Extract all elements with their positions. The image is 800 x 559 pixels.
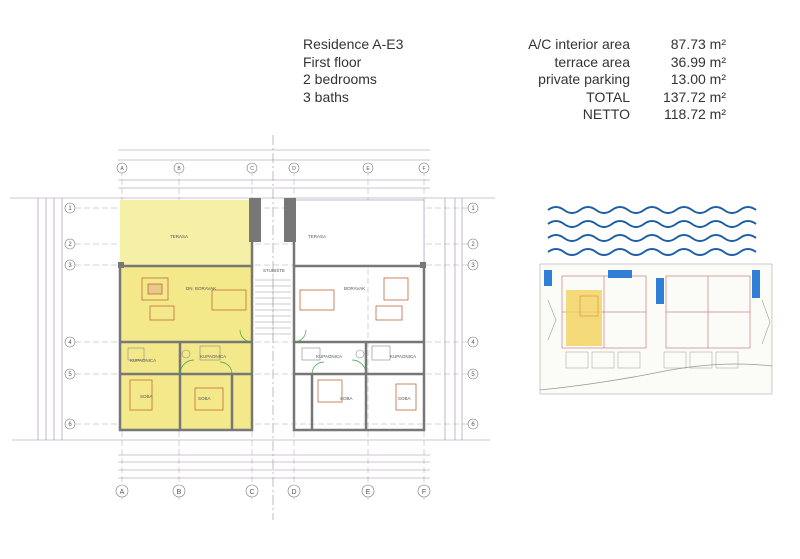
grid-marker: F [417,484,431,498]
svg-text:1: 1 [471,206,475,212]
area-value: 87.73 m² [670,36,726,52]
grid-marker: 5 [467,368,479,380]
svg-text:1: 1 [68,206,72,212]
grid-marker: 1 [64,202,76,214]
svg-text:2: 2 [68,242,72,248]
grid-marker: E [361,484,375,498]
svg-text:D: D [291,489,296,496]
room-label: TERASA [308,234,326,239]
stair [255,276,291,340]
residence-info: Residence A-E3 First floor 2 bedrooms 3 … [303,36,403,106]
sea-waves [547,206,757,256]
area-label: private parking [538,71,630,87]
grid-marker: C [246,162,258,174]
grid-marker: D [287,484,301,498]
svg-text:F: F [422,166,425,172]
terrace-highlight [120,200,252,266]
svg-text:6: 6 [68,422,72,428]
grid-column-markers-top: A B C D E F [116,162,430,174]
area-label: NETTO [582,106,630,122]
furniture-left [129,277,247,411]
grid-marker: 2 [467,238,479,250]
furniture-right [299,277,417,411]
grid-marker: B [172,484,186,498]
area-label: A/C interior area [528,36,630,52]
grid-marker: 6 [64,418,76,430]
area-value: 137.72 m² [662,88,726,105]
room-label: SOBA [198,396,211,401]
area-label: terrace area [554,53,630,70]
svg-text:A: A [120,166,124,172]
grid-marker: 3 [467,259,479,271]
floor-label: First floor [303,53,362,70]
grid-marker: 6 [467,418,479,430]
room-label: BORAVAK [344,286,365,291]
grid-marker: E [362,162,374,174]
room-labels: TERASA TERASA DN. BORAVAK BORAVAK STUBIŠ… [130,234,416,401]
grid-marker: 1 [467,202,479,214]
svg-text:4: 4 [471,340,475,346]
room-label: KUPAONICA [316,354,342,359]
svg-text:C: C [250,166,254,172]
door-swings [179,329,367,375]
svg-text:D: D [292,166,296,172]
svg-text:B: B [177,489,182,496]
columns [118,198,426,268]
area-label: TOTAL [586,88,630,105]
room-label: DN. BORAVAK [186,286,216,291]
svg-text:2: 2 [471,242,475,248]
svg-text:5: 5 [68,372,72,378]
terrace-right-area [293,199,425,267]
residence-name: Residence A-E3 [303,36,404,52]
baths-label: 3 baths [303,88,349,105]
svg-text:C: C [249,489,254,496]
room-label: KUPAONICA [390,354,416,359]
room-label: SOBA [140,394,153,399]
grid-marker: A [115,484,129,498]
room-label: SOBA [340,396,353,401]
svg-text:6: 6 [471,422,475,428]
grid-row-markers-right: 1 2 3 4 5 6 [467,202,479,430]
grid-marker: 4 [64,336,76,348]
room-label: STUBIŠTE [263,267,285,273]
room-label: KUPAONICA [200,354,226,359]
svg-text:F: F [422,489,426,496]
grid-column-markers-bottom: A B C D E F [115,484,431,498]
svg-text:4: 4 [68,340,72,346]
bath-fixtures [127,345,391,361]
grid-marker: 5 [64,368,76,380]
area-value: 118.72 m² [664,106,726,122]
svg-text:B: B [177,166,181,172]
grid-marker: B [173,162,185,174]
svg-text:3: 3 [471,263,475,269]
room-label: KUPAONICA [130,358,156,363]
grid-marker: 3 [64,259,76,271]
bedrooms-label: 2 bedrooms [303,71,377,87]
grid-marker: F [418,162,430,174]
room-label: SOBA [398,396,411,401]
site-plan [539,263,773,395]
area-value: 36.99 m² [670,53,726,70]
grid-row-markers-left: 1 2 3 4 5 6 [64,202,76,430]
grid-marker: 2 [64,238,76,250]
svg-text:3: 3 [68,263,72,269]
svg-text:E: E [366,166,370,172]
svg-text:E: E [366,489,371,496]
grid-marker: A [116,162,128,174]
room-label: TERASA [170,234,188,239]
walls [118,200,426,432]
svg-text:A: A [120,489,125,496]
area-values: 87.73 m² 36.99 m² 13.00 m² 137.72 m² 118… [640,36,726,124]
grid-marker: D [288,162,300,174]
svg-text:5: 5 [471,372,475,378]
grid-marker: C [245,484,259,498]
top-dimension-lines [10,149,495,479]
grid-marker: 4 [467,336,479,348]
area-value: 13.00 m² [670,71,726,87]
left-dimension-lines [37,198,463,440]
area-labels: A/C interior area terrace area private p… [470,36,630,124]
